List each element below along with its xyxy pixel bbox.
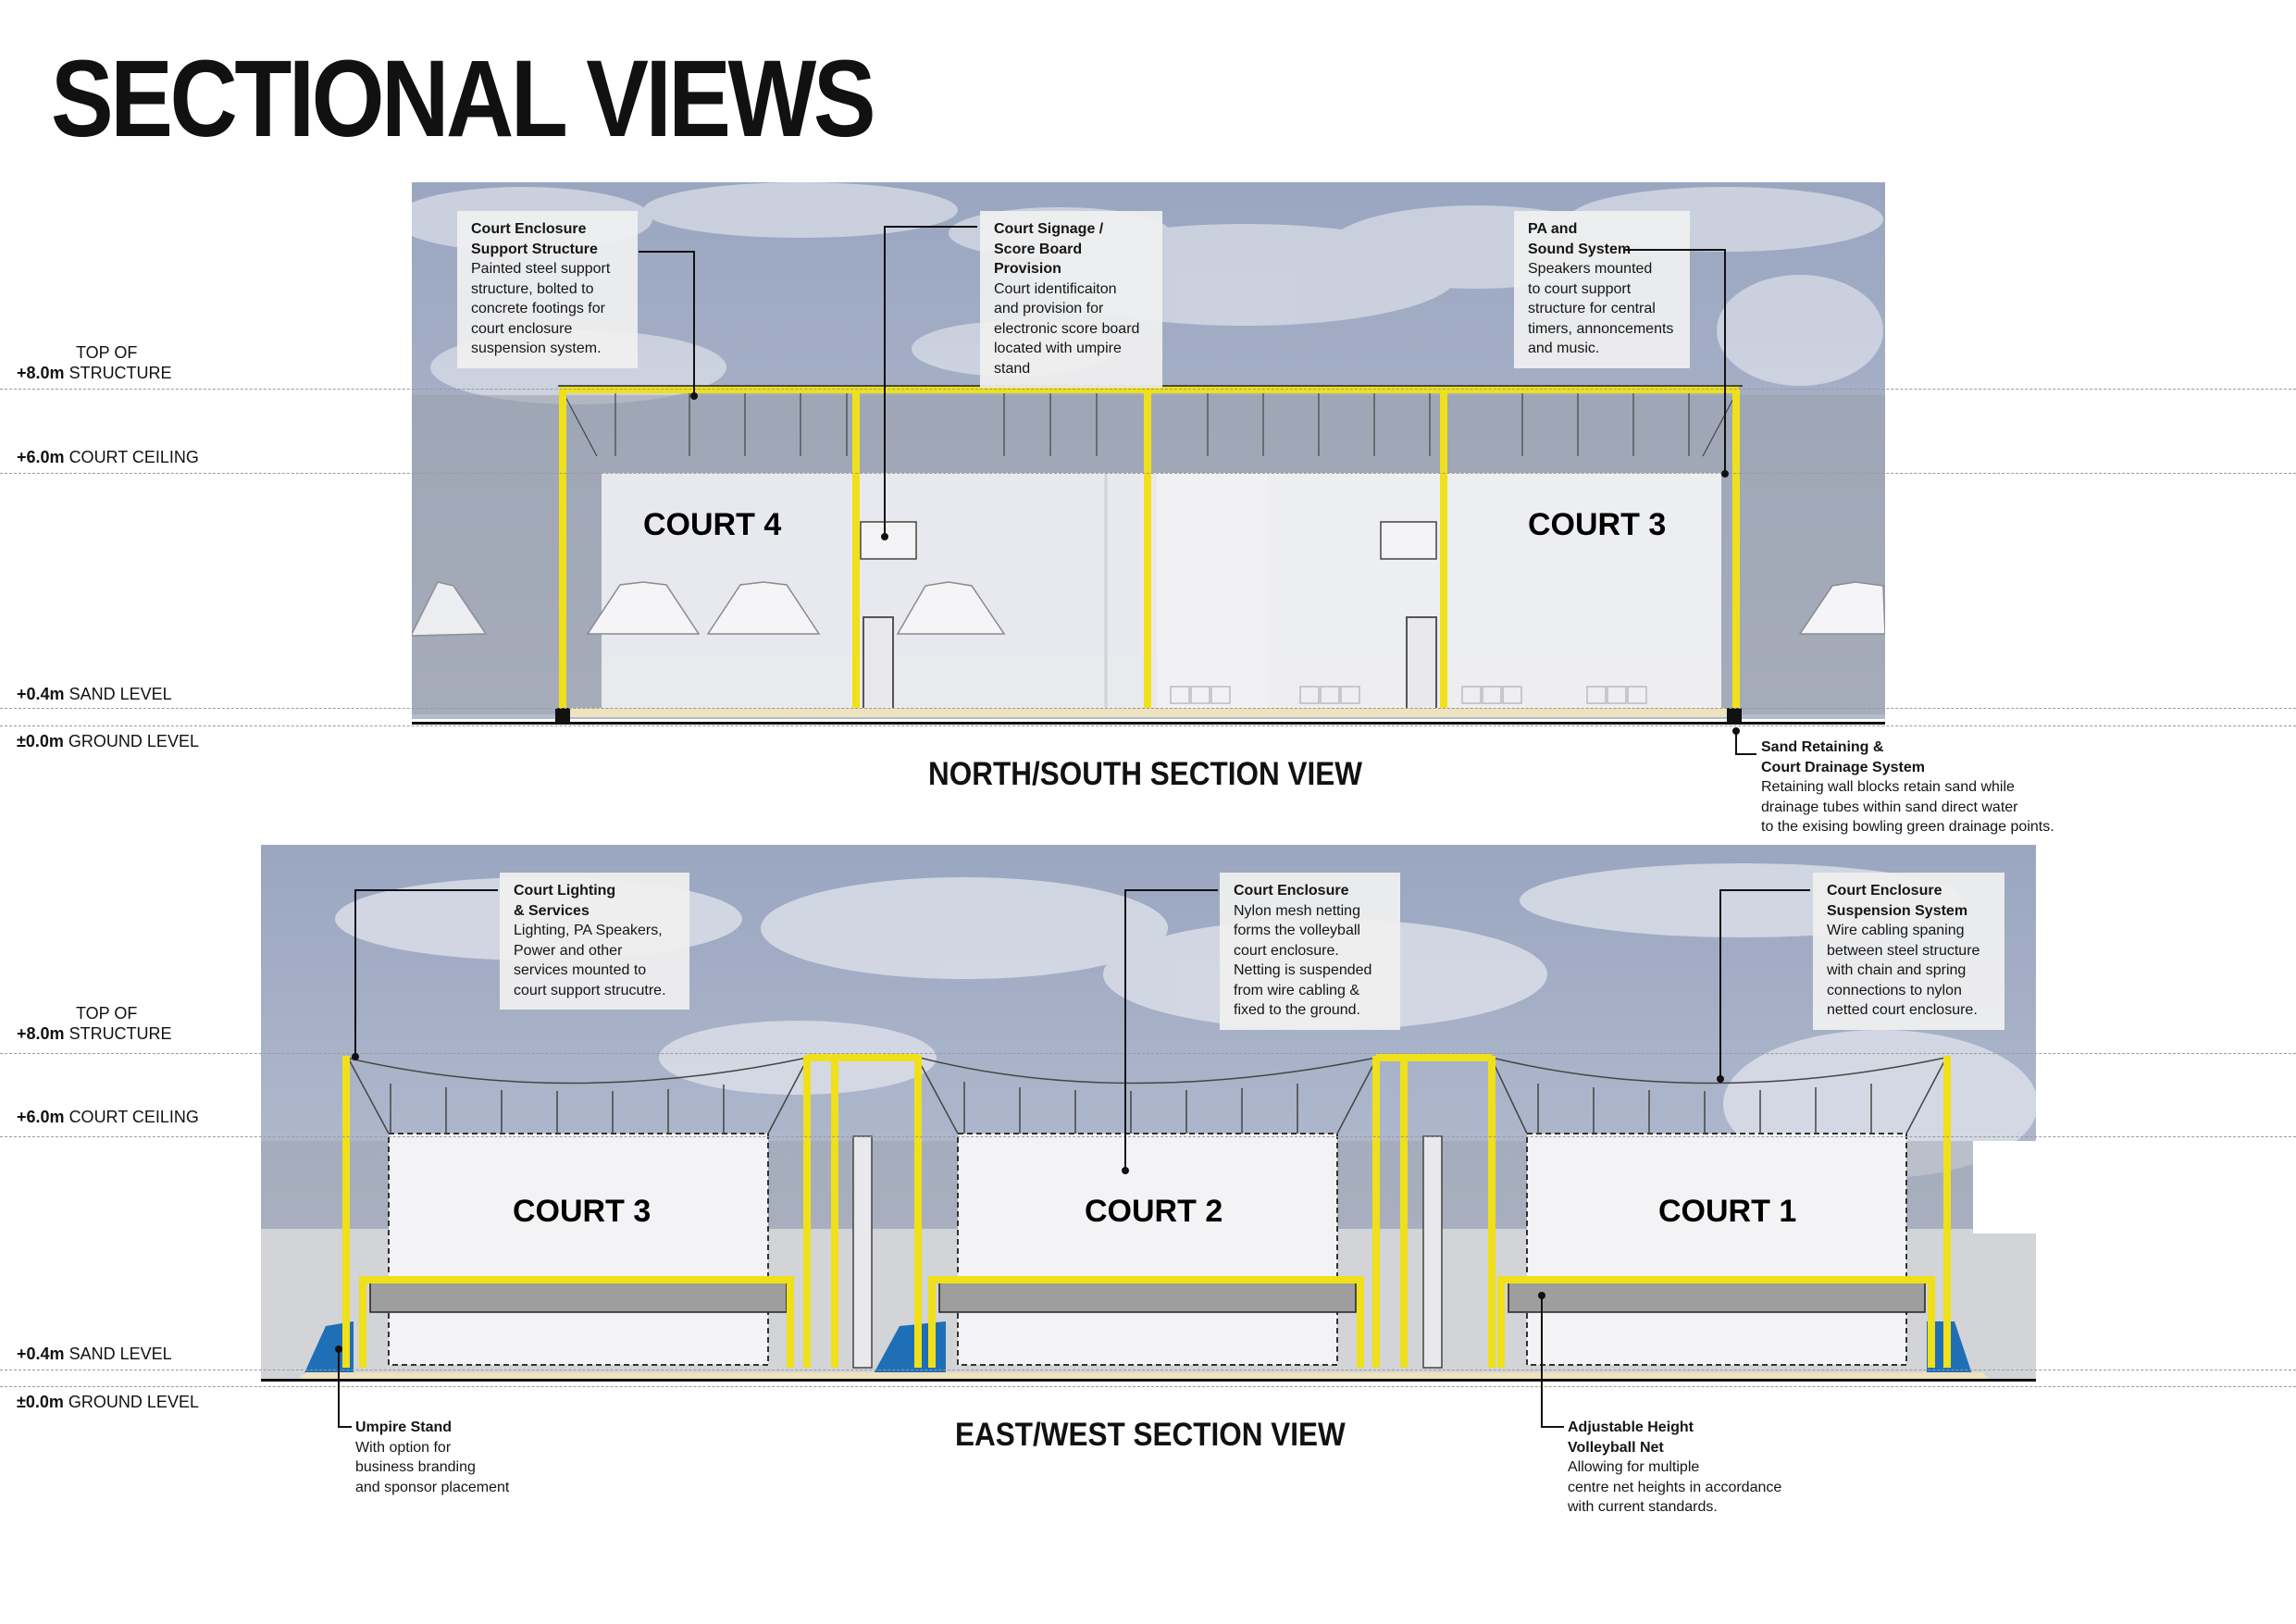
note-sand-retaining: Sand Retaining &Court Drainage System Re…	[1761, 739, 2054, 835]
tents	[412, 581, 1885, 637]
steel-structure	[559, 386, 1740, 714]
ew-level-8m: TOP OF+8.0m STRUCTURE	[17, 1004, 172, 1043]
ew-level-04m: +0.4m SAND LEVEL	[17, 1345, 172, 1363]
ew-court-1-label: COURT 1	[1658, 1194, 1796, 1229]
ns-level-0m: ±0.0m GROUND LEVEL	[17, 732, 199, 750]
ns-section-title: NORTH/SOUTH SECTION VIEW	[928, 756, 1363, 792]
callout-court-lighting: Court Lighting& Services Lighting, PA Sp…	[500, 873, 689, 1010]
ns-dash-04m	[0, 708, 2296, 709]
ns-dash-8m	[0, 389, 2296, 390]
ew-ground-line	[261, 1379, 2036, 1382]
court-4-label: COURT 4	[643, 507, 781, 542]
enclosures	[388, 1133, 1907, 1366]
callout-court-signage: Court Signage /Score Board Provision Cou…	[980, 211, 1162, 388]
page-title: SECTIONAL VIEWS	[51, 38, 876, 160]
steel-structure	[342, 1054, 1951, 1368]
ns-level-04m: +0.4m SAND LEVEL	[17, 685, 172, 703]
ew-dash-0m	[0, 1386, 2296, 1387]
ew-level-6m: +6.0m COURT CEILING	[17, 1108, 199, 1126]
ns-level-6m: +6.0m COURT CEILING	[17, 448, 199, 466]
ew-dash-6m	[0, 1136, 2296, 1137]
ew-dash-8m	[0, 1053, 2296, 1054]
ns-footing-left	[555, 708, 570, 723]
ns-footing-right	[1727, 708, 1742, 723]
ceiling-cables	[345, 1057, 1946, 1134]
sand-bed	[565, 708, 1740, 717]
chairs	[1170, 686, 1647, 704]
ns-dash-6m	[0, 473, 2296, 474]
ew-court-2-label: COURT 2	[1085, 1194, 1222, 1229]
court-3-enclosure	[1157, 473, 1721, 715]
ns-ground-line	[412, 722, 1885, 725]
volleyball-nets	[369, 1279, 1926, 1313]
ew-level-0m: ±0.0m GROUND LEVEL	[17, 1393, 199, 1411]
scoreboard-right	[1380, 521, 1437, 560]
court-3-label: COURT 3	[1528, 507, 1666, 542]
ew-court-3-label: COURT 3	[513, 1194, 651, 1229]
scoreboard-left	[860, 521, 917, 560]
ns-level-8m: TOP OF+8.0m STRUCTURE	[17, 343, 172, 382]
ns-dash-0m	[0, 725, 2296, 726]
ew-section-title: EAST/WEST SECTION VIEW	[955, 1417, 1346, 1453]
